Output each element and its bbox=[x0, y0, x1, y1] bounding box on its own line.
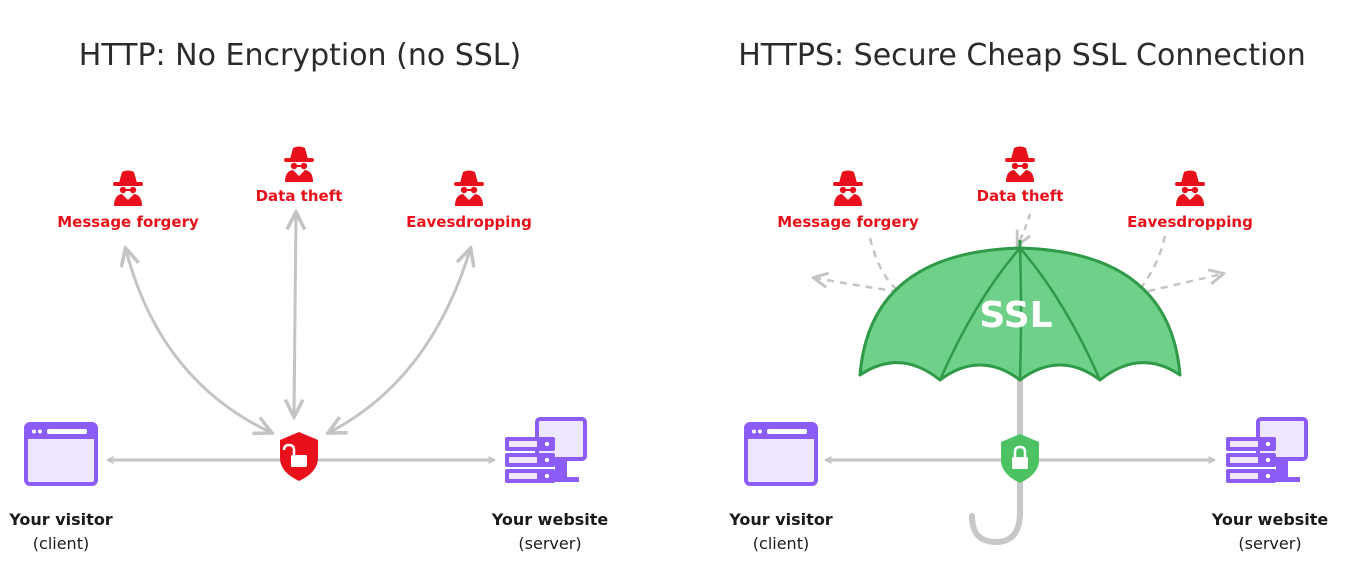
right-panel: HTTPS: Secure Cheap SSL Connection Messa… bbox=[728, 38, 1328, 553]
deflect-arrow-theft bbox=[1018, 213, 1032, 244]
threat-label: Data theft bbox=[977, 187, 1064, 205]
right-threat-message-forgery: Message forgery bbox=[777, 170, 919, 231]
left-panel-title: HTTP: No Encryption (no SSL) bbox=[79, 38, 521, 73]
left-panel: HTTP: No Encryption (no SSL) Message for… bbox=[8, 38, 608, 553]
server-label: Your website bbox=[491, 510, 609, 529]
attack-arrow-forgery bbox=[126, 250, 270, 432]
right-client: Your visitor (client) bbox=[728, 422, 833, 553]
left-threat-data-theft: Data theft bbox=[256, 146, 343, 205]
ssl-umbrella-icon bbox=[858, 240, 1182, 382]
client-sub-label: (client) bbox=[753, 534, 809, 553]
server-icon bbox=[1224, 417, 1308, 485]
threat-label: Message forgery bbox=[777, 213, 919, 231]
umbrella-handle bbox=[969, 375, 1023, 546]
deflect-arrow-forgery bbox=[815, 237, 901, 294]
attack-arrow-eavesdropping bbox=[330, 250, 470, 432]
spy-icon bbox=[1005, 146, 1035, 182]
deflect-arrow-eavesdropping bbox=[1132, 235, 1222, 297]
client-label: Your visitor bbox=[728, 510, 833, 529]
client-label: Your visitor bbox=[8, 510, 113, 529]
spy-icon bbox=[833, 170, 863, 206]
right-panel-title: HTTPS: Secure Cheap SSL Connection bbox=[738, 38, 1306, 73]
left-server: Your website (server) bbox=[491, 417, 609, 553]
left-threat-eavesdropping: Eavesdropping bbox=[406, 170, 532, 231]
spy-icon bbox=[1175, 170, 1205, 206]
right-server: Your website (server) bbox=[1211, 417, 1329, 553]
right-threat-eavesdropping: Eavesdropping bbox=[1127, 170, 1253, 231]
attack-arrow-theft bbox=[294, 214, 296, 415]
threat-label: Data theft bbox=[256, 187, 343, 205]
client-sub-label: (client) bbox=[33, 534, 89, 553]
server-icon bbox=[503, 417, 587, 485]
server-label: Your website bbox=[1211, 510, 1329, 529]
threat-label: Eavesdropping bbox=[1127, 213, 1253, 231]
browser-window-icon bbox=[744, 422, 818, 486]
spy-icon bbox=[284, 146, 314, 182]
spy-icon bbox=[454, 170, 484, 206]
server-sub-label: (server) bbox=[518, 534, 581, 553]
browser-window-icon bbox=[24, 422, 98, 486]
locked-shield-icon bbox=[1001, 434, 1039, 483]
server-sub-label: (server) bbox=[1238, 534, 1301, 553]
left-client: Your visitor (client) bbox=[8, 422, 113, 553]
threat-label: Message forgery bbox=[57, 213, 199, 231]
threat-label: Eavesdropping bbox=[406, 213, 532, 231]
left-threat-message-forgery: Message forgery bbox=[57, 170, 199, 231]
spy-icon bbox=[113, 170, 143, 206]
ssl-label: SSL bbox=[979, 295, 1052, 336]
right-threat-data-theft: Data theft bbox=[977, 146, 1064, 205]
unlocked-shield-icon bbox=[280, 432, 318, 481]
